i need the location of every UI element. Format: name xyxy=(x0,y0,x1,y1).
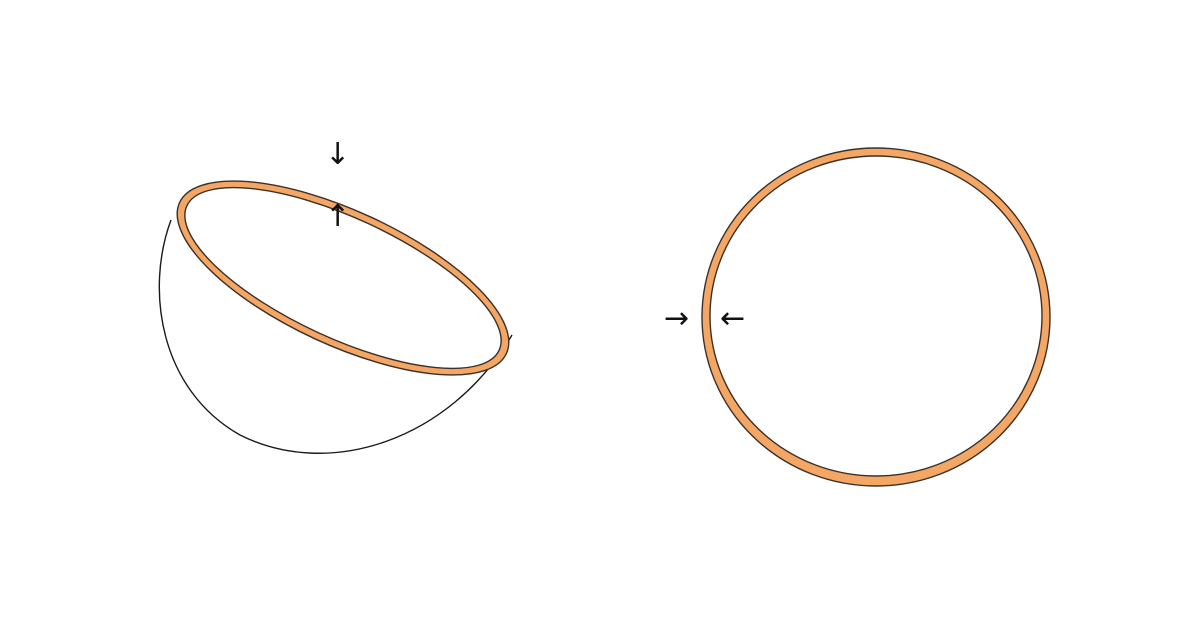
hemisphere-figure xyxy=(158,180,513,454)
thickness-arrow-up-icon: ↑ xyxy=(325,199,351,234)
thickness-arrow-down-icon: ↓ xyxy=(325,137,351,172)
thickness-arrow-right-icon: → xyxy=(664,301,690,336)
ring-figure xyxy=(701,147,1051,487)
thickness-arrow-left-icon: ← xyxy=(720,301,746,336)
hemisphere-rim-inner-edge xyxy=(184,186,502,370)
ring-inner-edge xyxy=(709,155,1043,477)
hemisphere-rim xyxy=(176,180,510,376)
hemisphere-outline xyxy=(158,219,513,454)
